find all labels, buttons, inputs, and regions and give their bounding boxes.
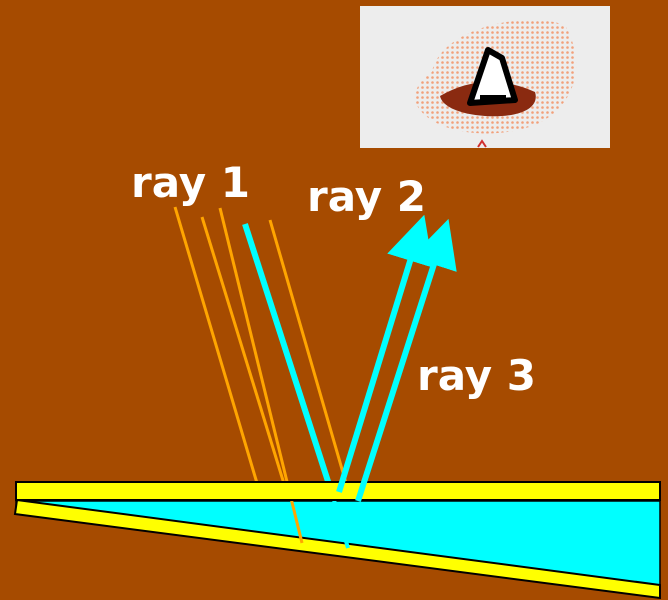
- eye-icon: [360, 6, 610, 148]
- ray-3-label: ray 3: [417, 355, 536, 397]
- ray-1-label: ray 1: [131, 162, 250, 204]
- ray-2-label: ray 2: [307, 176, 426, 218]
